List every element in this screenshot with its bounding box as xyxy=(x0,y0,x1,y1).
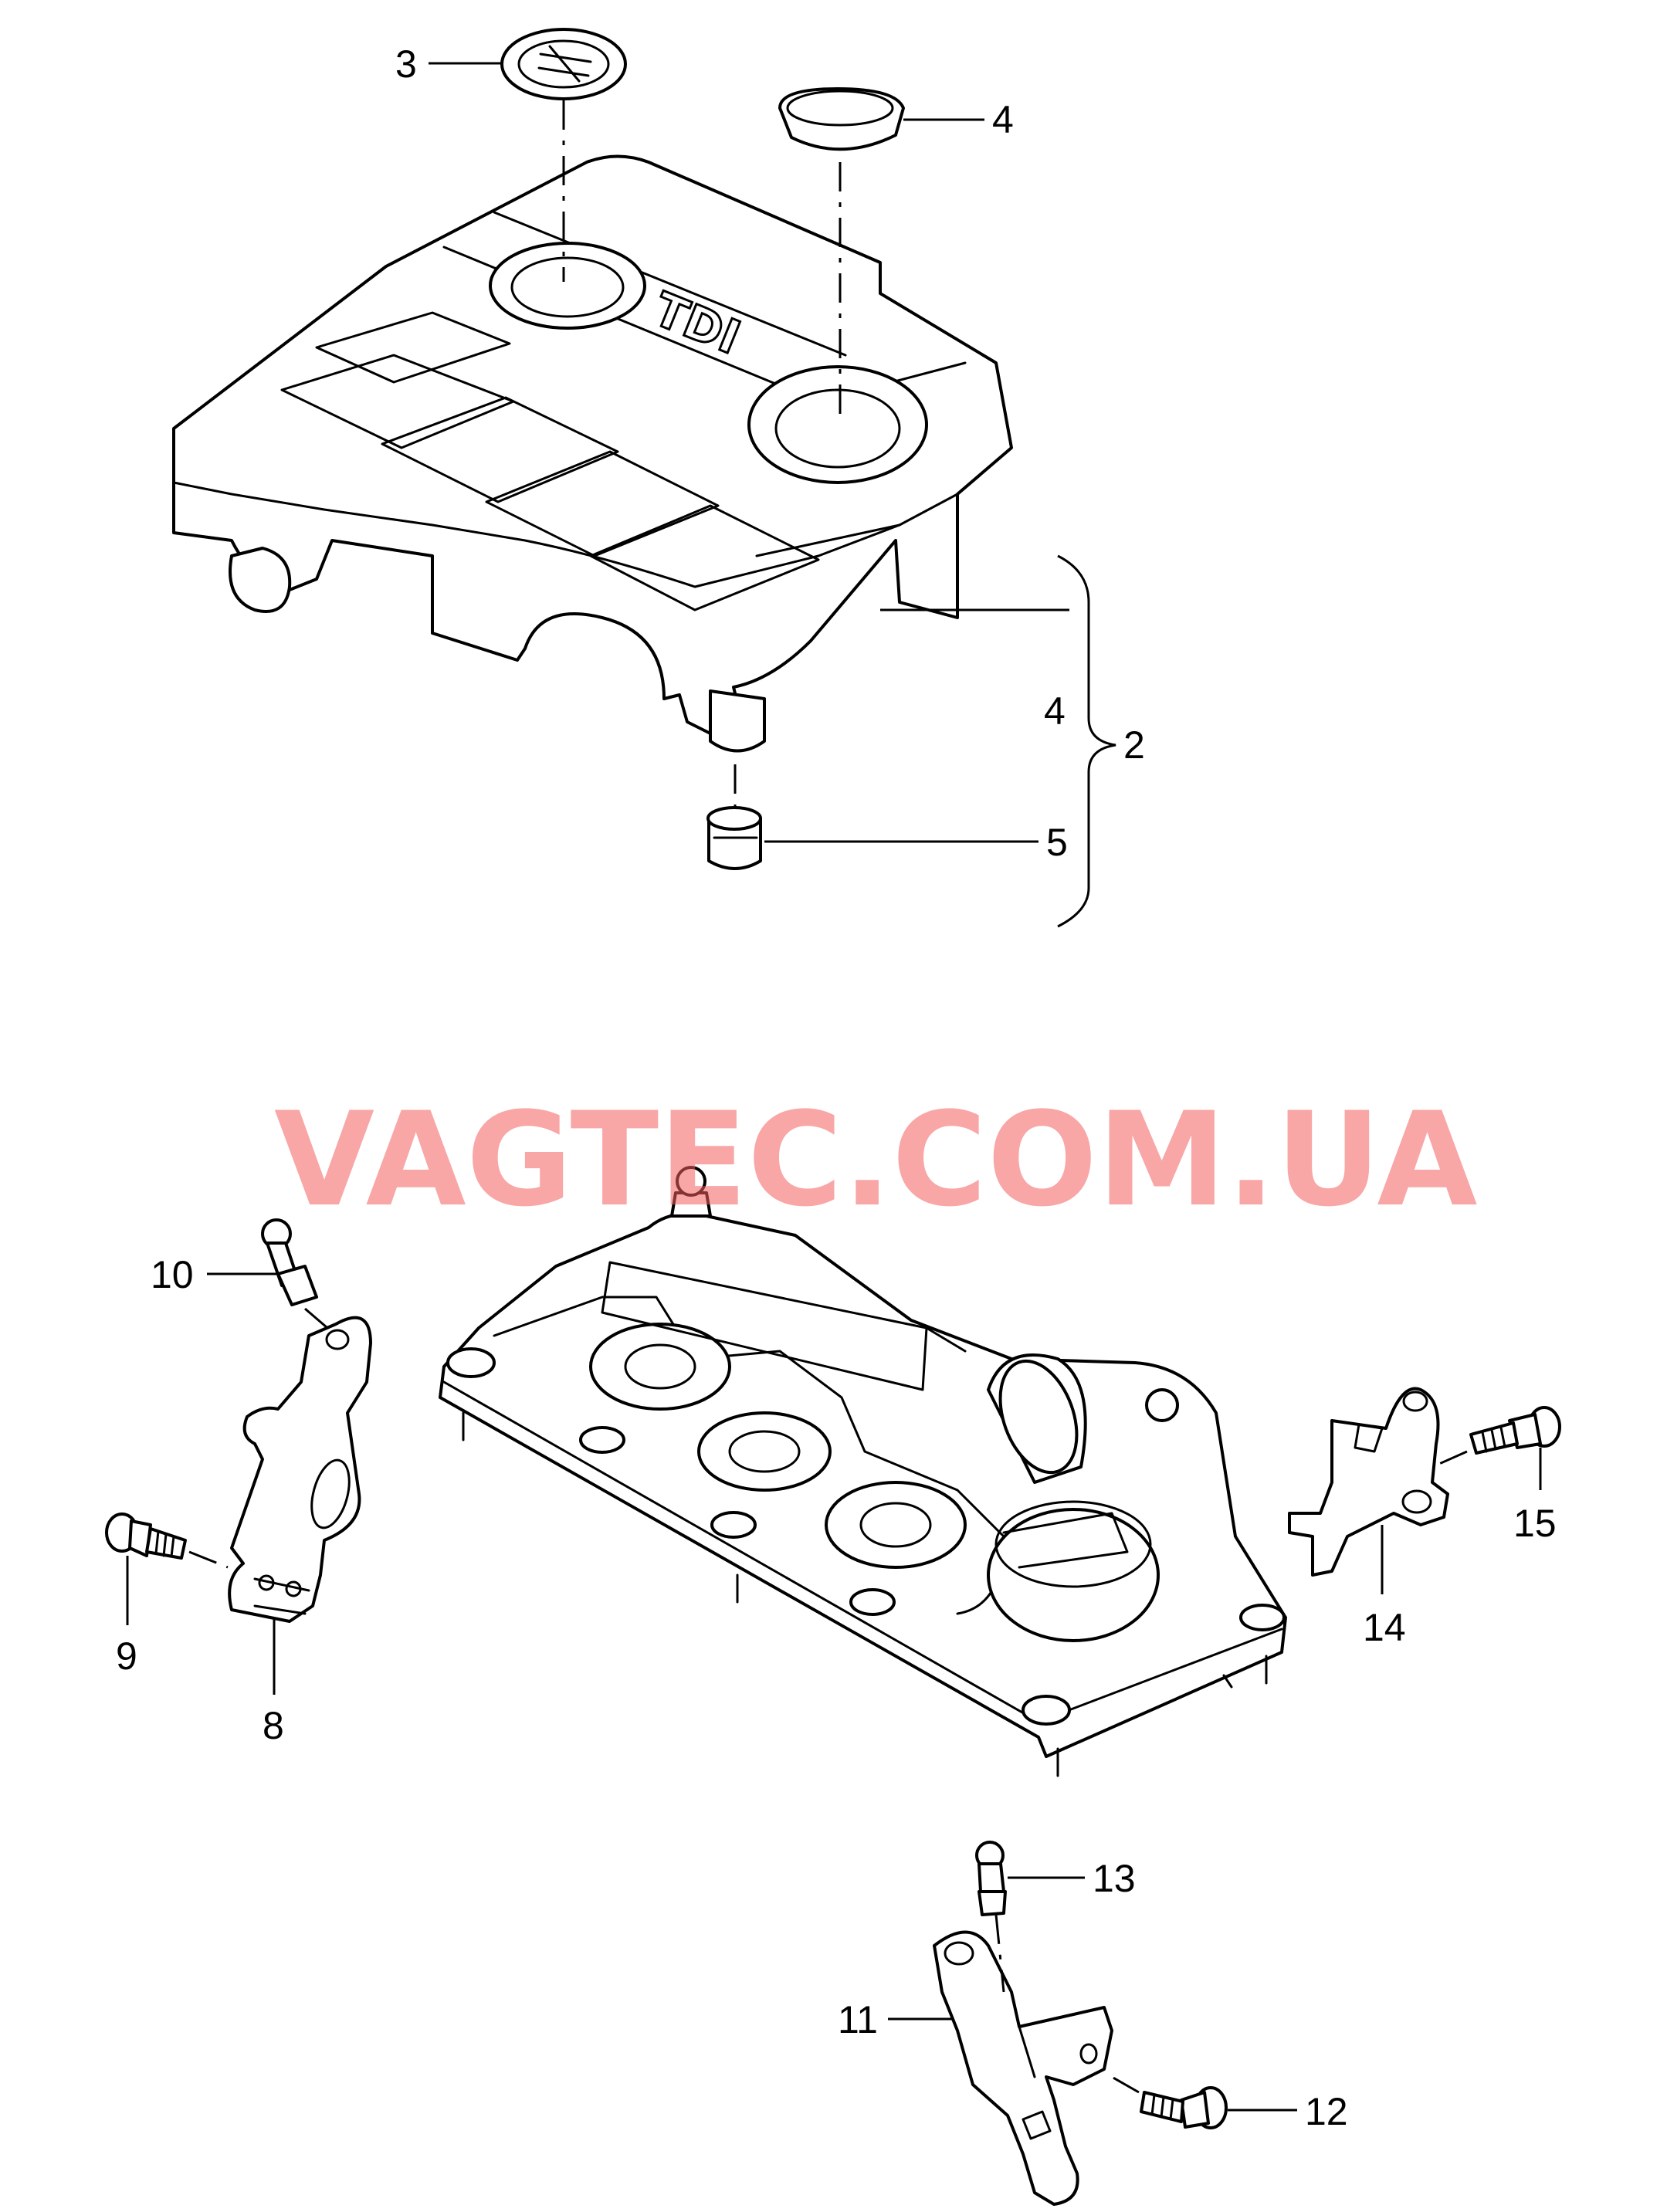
callout-9: 9 xyxy=(116,1634,137,1678)
part-12-bolt xyxy=(1140,2086,1228,2129)
callout-8: 8 xyxy=(263,1704,284,1747)
part-5-rubber-mount xyxy=(706,806,762,870)
callout-15: 15 xyxy=(1513,1502,1557,1545)
part-14-bracket xyxy=(1288,1387,1449,1577)
callout-11: 11 xyxy=(838,1998,878,2041)
cover-opening-oil xyxy=(747,365,928,484)
cylinder-head-cover xyxy=(439,1166,1287,1777)
part-9-bolt xyxy=(105,1512,187,1560)
part-10-ball-stud xyxy=(261,1218,318,1306)
callout-labels: 3 4 4 2 5 10 9 8 15 14 13 11 12 xyxy=(116,42,1557,2133)
watermark: VAGTEC.COM.UA xyxy=(274,1084,1477,1235)
engine-cover: TDI xyxy=(172,154,1013,753)
callout-14: 14 xyxy=(1363,1606,1406,1649)
callout-13: 13 xyxy=(1093,1857,1136,1900)
part-15-bolt xyxy=(1469,1406,1561,1455)
part-13-ball-stud xyxy=(975,1841,1007,1916)
leader-lines xyxy=(126,62,1542,2112)
part-8-bracket xyxy=(228,1316,372,1623)
callout-3: 3 xyxy=(395,42,417,86)
callout-4-group: 4 xyxy=(1044,689,1066,733)
callout-5: 5 xyxy=(1046,821,1068,864)
callout-4-grommet: 4 xyxy=(992,98,1014,141)
cover-opening-logo xyxy=(489,242,646,330)
callout-10: 10 xyxy=(151,1253,194,1296)
callout-2: 2 xyxy=(1123,723,1145,767)
part-3-logo-badge xyxy=(500,28,627,100)
part-11-bracket xyxy=(933,1930,1113,2206)
part-4-grommet xyxy=(778,87,905,151)
callout-12: 12 xyxy=(1305,2090,1348,2133)
